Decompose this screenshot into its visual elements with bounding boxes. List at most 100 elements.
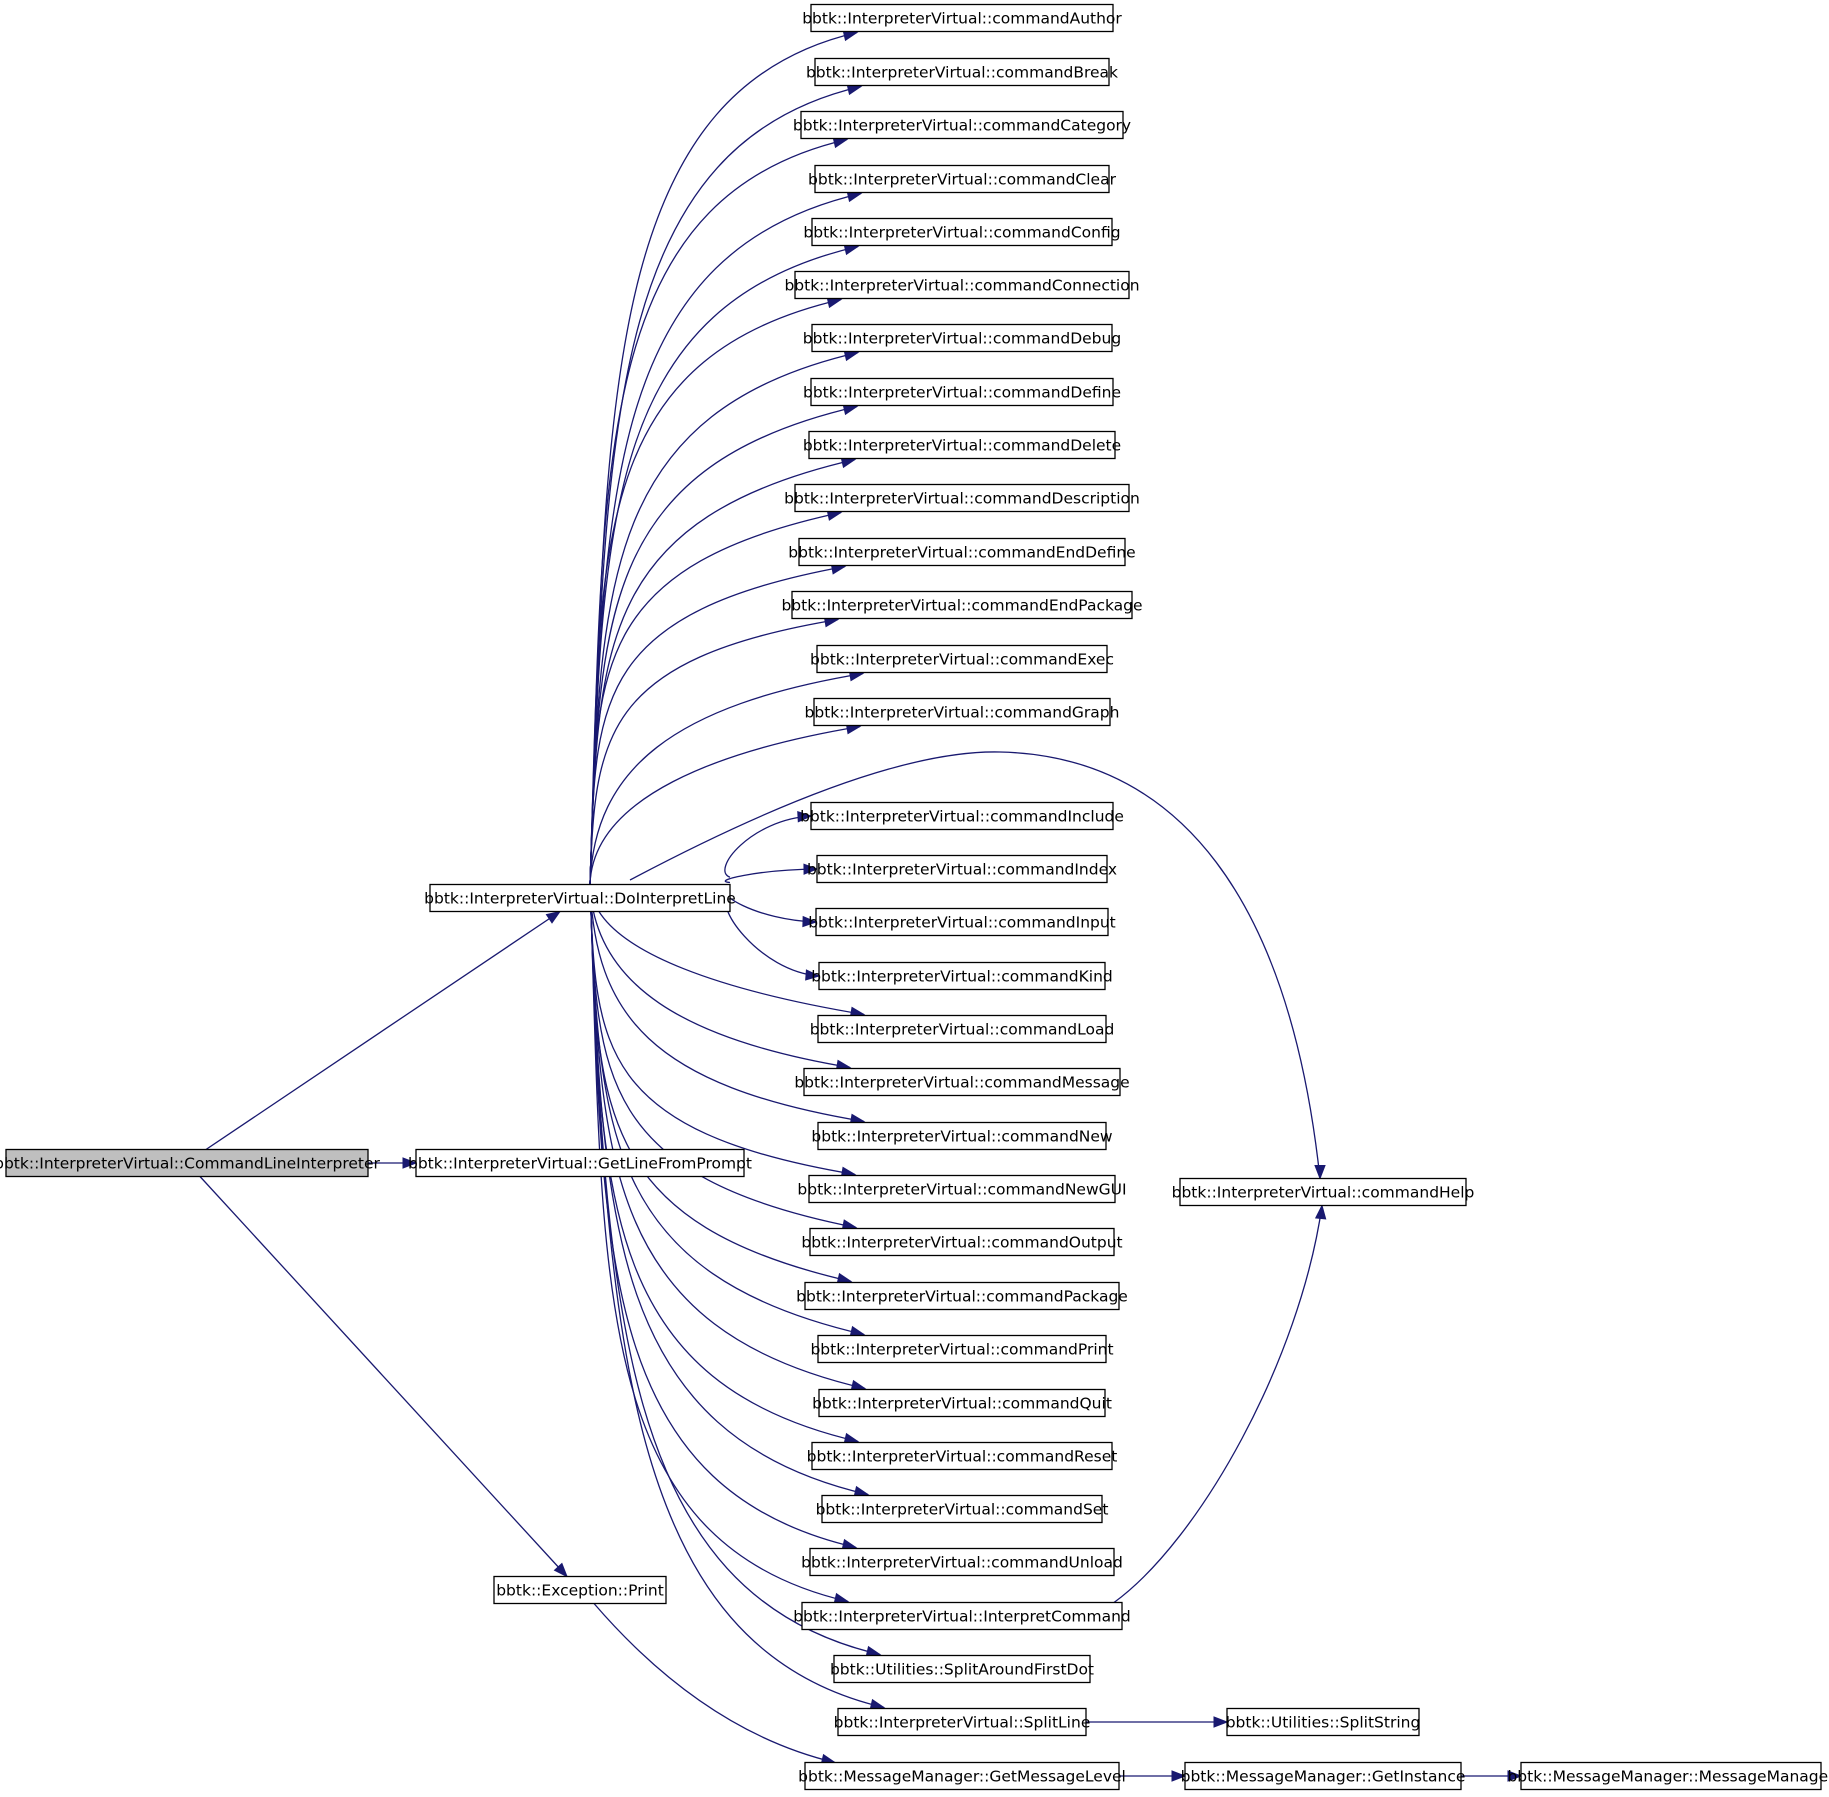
call-edge-line <box>593 1603 836 1764</box>
node-box <box>800 110 1124 140</box>
node-label: bbtk::InterpreterVirtual::SplitLine <box>834 1714 1091 1732</box>
node-label: bbtk::InterpreterVirtual::commandConnect… <box>784 277 1139 295</box>
node-label: bbtk::InterpreterVirtual::GetLineFromPro… <box>408 1155 752 1173</box>
node-quit[interactable]: bbtk::InterpreterVirtual::commandQuit <box>812 1388 1112 1418</box>
node-box <box>815 907 1109 937</box>
node-label: bbtk::InterpreterVirtual::commandKind <box>811 968 1113 986</box>
call-edge-doi-to-input <box>724 887 818 928</box>
node-label: bbtk::InterpreterVirtual::commandClear <box>808 171 1117 189</box>
node-splitstring[interactable]: bbtk::Utilities::SplitString <box>1226 1707 1421 1737</box>
node-config[interactable]: bbtk::InterpreterVirtual::commandConfig <box>803 217 1121 247</box>
call-edge-doi-to-description <box>589 509 843 885</box>
node-box <box>816 854 1108 884</box>
node-box <box>1184 1761 1462 1791</box>
node-box <box>804 1761 1120 1791</box>
arrowhead-icon <box>803 863 819 875</box>
call-edge-line <box>1113 1205 1323 1604</box>
arrowhead-icon <box>805 969 821 981</box>
node-label: bbtk::InterpreterVirtual::commandEndDefi… <box>788 544 1135 562</box>
call-edge-doi-to-index <box>724 863 819 884</box>
node-kind[interactable]: bbtk::InterpreterVirtual::commandKind <box>811 961 1113 991</box>
call-edge-cli-to-exp <box>199 1176 568 1578</box>
node-box <box>814 57 1110 87</box>
node-getinstance[interactable]: bbtk::MessageManager::GetInstance <box>1181 1761 1466 1791</box>
arrowhead-icon <box>553 1562 568 1578</box>
node-load[interactable]: bbtk::InterpreterVirtual::commandLoad <box>810 1014 1115 1044</box>
node-delete[interactable]: bbtk::InterpreterVirtual::commandDelete <box>803 430 1121 460</box>
node-input[interactable]: bbtk::InterpreterVirtual::commandInput <box>808 907 1116 937</box>
call-edge-doi-to-graph <box>589 723 862 885</box>
node-cli[interactable]: bbtk::InterpreterVirtual::CommandLineInt… <box>0 1148 381 1178</box>
node-graph[interactable]: bbtk::InterpreterVirtual::commandGraph <box>805 697 1120 727</box>
node-box <box>809 1547 1115 1577</box>
node-break[interactable]: bbtk::InterpreterVirtual::commandBreak <box>806 57 1118 87</box>
node-label: bbtk::InterpreterVirtual::commandInput <box>808 914 1116 932</box>
call-edge-cli-to-glp <box>368 1157 418 1169</box>
node-connection[interactable]: bbtk::InterpreterVirtual::commandConnect… <box>784 270 1140 300</box>
arrowhead-icon <box>802 915 818 928</box>
node-help[interactable]: bbtk::InterpreterVirtual::commandHelp <box>1172 1177 1475 1207</box>
arrowhead-icon <box>1171 1770 1187 1782</box>
node-label: bbtk::InterpreterVirtual::commandOutput <box>801 1234 1122 1252</box>
call-edge-splitline-to-splitstring <box>1086 1716 1229 1728</box>
node-mm[interactable]: bbtk::MessageManager::MessageManager <box>1507 1761 1829 1791</box>
node-label: bbtk::InterpreterVirtual::commandQuit <box>812 1395 1112 1413</box>
node-reset[interactable]: bbtk::InterpreterVirtual::commandReset <box>807 1441 1118 1471</box>
node-description[interactable]: bbtk::InterpreterVirtual::commandDescrip… <box>784 483 1140 513</box>
node-new[interactable]: bbtk::InterpreterVirtual::commandNew <box>811 1121 1113 1151</box>
node-output[interactable]: bbtk::InterpreterVirtual::commandOutput <box>801 1227 1123 1257</box>
node-endpackage[interactable]: bbtk::InterpreterVirtual::commandEndPack… <box>781 590 1143 620</box>
node-box <box>415 1148 745 1178</box>
node-box <box>1226 1707 1420 1737</box>
call-edge-doi-to-kind <box>724 892 821 981</box>
node-package[interactable]: bbtk::InterpreterVirtual::commandPackage <box>796 1281 1128 1311</box>
node-label: bbtk::InterpreterVirtual::commandAuthor <box>802 10 1122 28</box>
node-index[interactable]: bbtk::InterpreterVirtual::commandIndex <box>807 854 1117 884</box>
node-splitline[interactable]: bbtk::InterpreterVirtual::SplitLine <box>834 1707 1091 1737</box>
node-category[interactable]: bbtk::InterpreterVirtual::commandCategor… <box>793 110 1131 140</box>
node-label: bbtk::InterpreterVirtual::commandBreak <box>806 64 1118 82</box>
node-clear[interactable]: bbtk::InterpreterVirtual::commandClear <box>808 164 1117 194</box>
node-message[interactable]: bbtk::InterpreterVirtual::commandMessage <box>794 1067 1130 1097</box>
call-edge-line <box>589 298 842 885</box>
node-label: bbtk::InterpreterVirtual::commandNew <box>811 1128 1113 1146</box>
node-debug[interactable]: bbtk::InterpreterVirtual::commandDebug <box>803 323 1121 353</box>
node-exec[interactable]: bbtk::InterpreterVirtual::commandExec <box>810 644 1114 674</box>
node-label: bbtk::Exception::Print <box>496 1582 664 1600</box>
node-print[interactable]: bbtk::InterpreterVirtual::commandPrint <box>810 1334 1114 1364</box>
node-label: bbtk::InterpreterVirtual::commandUnload <box>801 1554 1123 1572</box>
node-unload[interactable]: bbtk::InterpreterVirtual::commandUnload <box>801 1547 1123 1577</box>
node-label: bbtk::InterpreterVirtual::commandGraph <box>805 704 1120 722</box>
node-box <box>1179 1177 1467 1207</box>
node-box <box>429 883 731 913</box>
node-author[interactable]: bbtk::InterpreterVirtual::commandAuthor <box>802 3 1122 33</box>
node-box <box>801 1601 1123 1631</box>
node-box <box>803 1067 1121 1097</box>
node-box <box>808 1174 1116 1204</box>
node-box <box>798 537 1126 567</box>
node-glp[interactable]: bbtk::InterpreterVirtual::GetLineFromPro… <box>408 1148 752 1178</box>
node-gml[interactable]: bbtk::MessageManager::GetMessageLevel <box>798 1761 1126 1791</box>
call-graph-nodes: bbtk::InterpreterVirtual::CommandLineInt… <box>0 3 1829 1791</box>
node-define[interactable]: bbtk::InterpreterVirtual::commandDefine <box>803 377 1121 407</box>
node-label: bbtk::InterpreterVirtual::commandExec <box>810 651 1114 669</box>
node-set[interactable]: bbtk::InterpreterVirtual::commandSet <box>816 1494 1109 1524</box>
node-newgui[interactable]: bbtk::InterpreterVirtual::commandNewGUI <box>797 1174 1127 1204</box>
node-box <box>821 1494 1103 1524</box>
node-interpret[interactable]: bbtk::InterpreterVirtual::InterpretComma… <box>793 1601 1131 1631</box>
call-edge-line <box>724 892 820 977</box>
node-include[interactable]: bbtk::InterpreterVirtual::commandInclude <box>800 801 1124 831</box>
call-edge-doi-to-endpackage <box>589 616 840 885</box>
node-label: bbtk::InterpreterVirtual::commandDescrip… <box>784 490 1140 508</box>
node-label: bbtk::InterpreterVirtual::DoInterpretLin… <box>424 890 736 908</box>
node-exp[interactable]: bbtk::Exception::Print <box>493 1575 667 1605</box>
node-enddefine[interactable]: bbtk::InterpreterVirtual::commandEndDefi… <box>788 537 1136 567</box>
node-box <box>794 270 1130 300</box>
node-box <box>817 1014 1107 1044</box>
node-label: bbtk::InterpreterVirtual::commandReset <box>807 1448 1118 1466</box>
call-edge-line <box>589 883 865 1336</box>
node-box <box>818 1388 1106 1418</box>
node-splitdot[interactable]: bbtk::Utilities::SplitAroundFirstDot <box>830 1654 1094 1684</box>
node-doi[interactable]: bbtk::InterpreterVirtual::DoInterpretLin… <box>424 883 736 913</box>
